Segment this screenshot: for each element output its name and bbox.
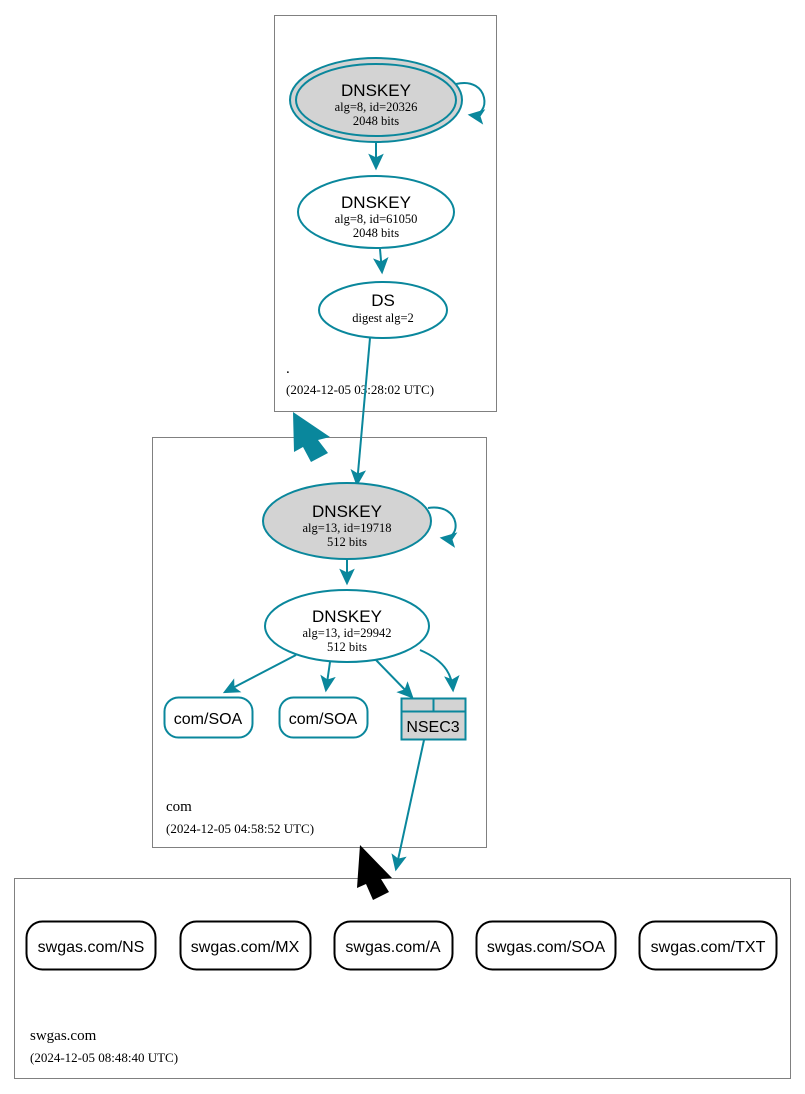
com-soa-1-box	[163, 696, 254, 739]
swgas-a-label: swgas.com/A	[345, 939, 440, 956]
zone-swgas-box	[14, 878, 791, 1079]
root-zsk-params: alg=8, id=61050	[335, 212, 418, 226]
node-swgas-txt[interactable]: swgas.com/TXT	[638, 920, 778, 971]
delegation-root-to-com-arrow	[293, 412, 330, 462]
swgas-mx-label: swgas.com/MX	[191, 939, 300, 956]
nsec3-label: NSEC3	[406, 719, 459, 736]
zone-com: DNSKEY alg=13, id=19718 512 bits DNSKEY …	[152, 337, 487, 848]
com-ksk-params: alg=13, id=19718	[302, 521, 391, 535]
root-zsk-bits: 2048 bits	[353, 226, 399, 240]
node-swgas-soa[interactable]: swgas.com/SOA	[475, 920, 617, 971]
node-root-ds[interactable]: DS digest alg=2	[318, 281, 448, 339]
swgas-ns-label: swgas.com/NS	[38, 939, 145, 956]
com-ksk-self-sign-loop	[427, 506, 458, 548]
swgas-mx-box	[179, 920, 312, 971]
root-zsk-ellipse	[297, 175, 455, 249]
node-com-soa-1[interactable]: com/SOA	[163, 696, 254, 739]
zone-com-timestamp: (2024-12-05 04:58:52 UTC)	[166, 821, 314, 836]
com-ksk-bits: 512 bits	[327, 535, 367, 549]
com-zsk-title: DNSKEY	[312, 607, 382, 626]
root-ds-digest: digest alg=2	[352, 311, 414, 325]
swgas-txt-label: swgas.com/TXT	[651, 939, 766, 956]
com-ksk-title: DNSKEY	[312, 502, 382, 521]
swgas-soa-box	[475, 920, 617, 971]
nsec3-body-cell	[400, 710, 467, 741]
root-ksk-self-sign-loop	[455, 82, 486, 125]
root-ksk-title: DNSKEY	[341, 81, 411, 100]
edge-root-zsk-to-ds	[372, 248, 389, 275]
edge-com-nsec3-to-swgas	[391, 739, 425, 872]
swgas-txt-box	[638, 920, 778, 971]
edge-com-zsk-to-nsec3-right	[419, 649, 460, 693]
delegation-com-to-swgas-arrow	[357, 845, 392, 900]
zone-swgas: swgas.com/NS swgas.com/MX swgas.com/A sw…	[14, 739, 791, 1079]
node-com-soa-2[interactable]: com/SOA	[278, 696, 369, 739]
com-zsk-bits: 512 bits	[327, 640, 367, 654]
swgas-soa-label: swgas.com/SOA	[487, 939, 606, 956]
zone-swgas-name: swgas.com	[30, 1028, 97, 1044]
node-com-nsec3[interactable]: NSEC3	[400, 697, 467, 741]
com-soa-2-label: com/SOA	[289, 711, 358, 728]
zone-swgas-timestamp: (2024-12-05 08:48:40 UTC)	[30, 1050, 178, 1065]
root-ksk-params: alg=8, id=20326	[335, 100, 418, 114]
swgas-ns-box	[25, 920, 157, 971]
node-swgas-mx[interactable]: swgas.com/MX	[179, 920, 312, 971]
node-swgas-ns[interactable]: swgas.com/NS	[25, 920, 157, 971]
edge-com-zsk-to-soa-1	[222, 654, 297, 694]
root-ksk-bits: 2048 bits	[353, 114, 399, 128]
edge-root-ds-to-com-ksk	[350, 337, 371, 487]
root-zsk-title: DNSKEY	[341, 193, 411, 212]
zone-root: DNSKEY alg=8, id=20326 2048 bits DNSKEY …	[274, 15, 497, 412]
com-soa-2-box	[278, 696, 369, 739]
root-ds-ellipse	[318, 281, 448, 339]
com-zsk-ellipse	[264, 589, 430, 663]
node-root-ksk[interactable]: DNSKEY alg=8, id=20326 2048 bits	[289, 57, 486, 143]
edge-com-zsk-to-soa-2	[320, 661, 336, 693]
nsec3-header-cell-left	[400, 697, 435, 713]
com-soa-1-label: com/SOA	[174, 711, 243, 728]
swgas-a-box	[333, 920, 454, 971]
node-com-zsk[interactable]: DNSKEY alg=13, id=29942 512 bits	[264, 589, 430, 663]
nsec3-header-cell-right	[432, 697, 467, 713]
com-zsk-params: alg=13, id=29942	[302, 626, 391, 640]
node-swgas-a[interactable]: swgas.com/A	[333, 920, 454, 971]
edge-com-zsk-to-nsec3-left	[375, 659, 414, 699]
node-root-zsk[interactable]: DNSKEY alg=8, id=61050 2048 bits	[297, 175, 455, 249]
zone-com-name: com	[166, 799, 192, 815]
root-ksk-inner-ring	[295, 63, 457, 137]
root-ds-title: DS	[371, 291, 395, 310]
zone-root-name: .	[286, 361, 290, 377]
zone-root-timestamp: (2024-12-05 03:28:02 UTC)	[286, 382, 434, 397]
